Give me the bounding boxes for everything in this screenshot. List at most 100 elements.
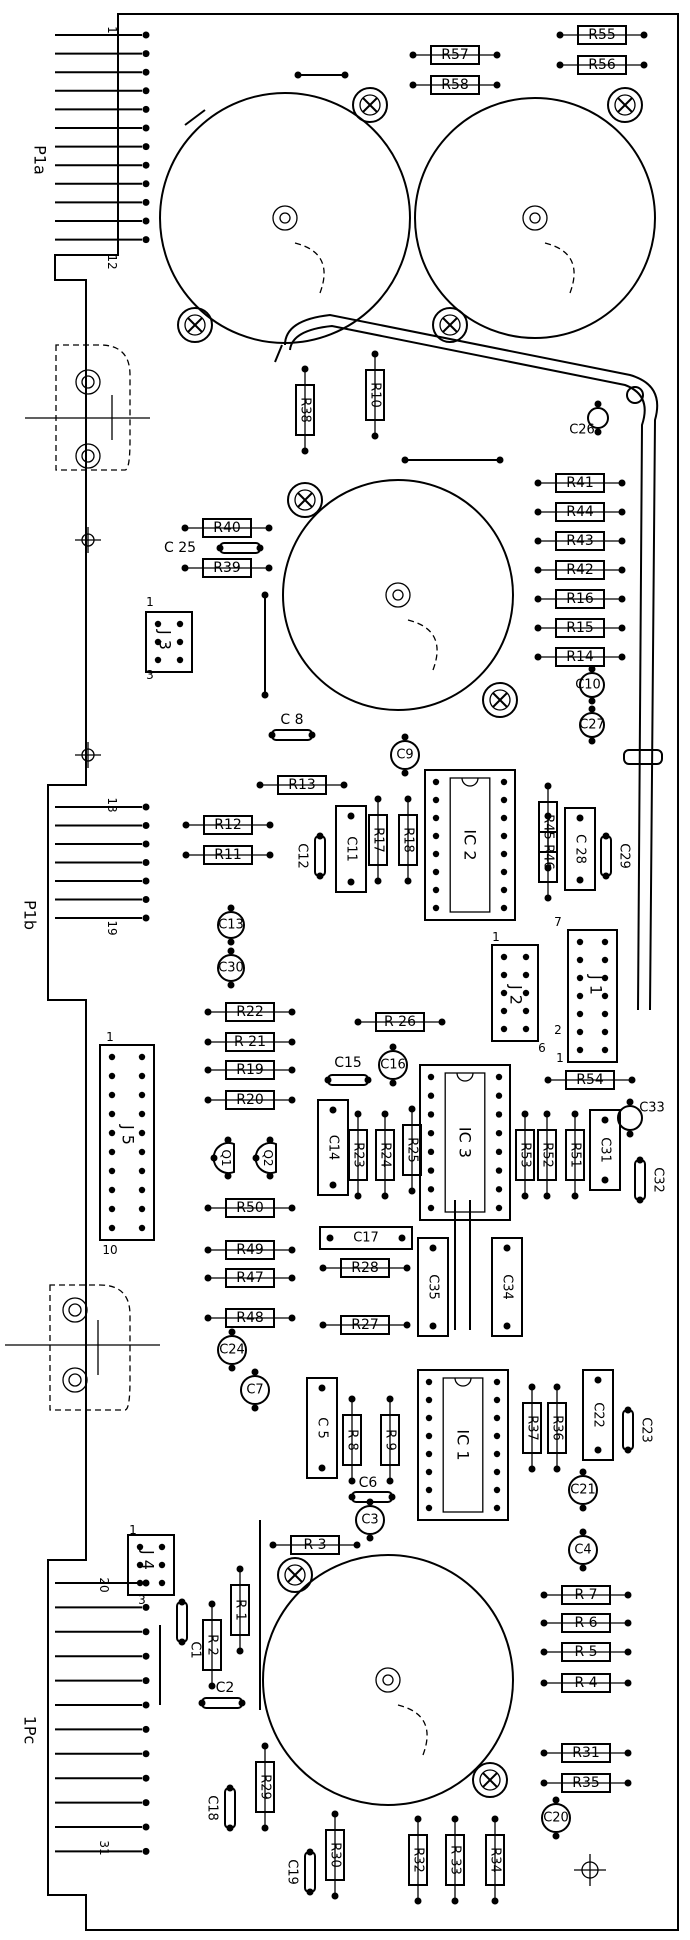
capacitors: C26C10C27C9C13C30C16C33C24C7C21C4C3C20C1… — [164, 400, 666, 1896]
resistor-r38: R38 — [295, 365, 315, 455]
jumper-j2: J 216 — [491, 930, 546, 1055]
resistor-r14-label: R14 — [566, 649, 594, 665]
resistor-r28: R28 — [319, 1258, 411, 1278]
capacitor-c9-label: C9 — [396, 748, 413, 763]
capacitor-c4: C4 — [568, 1528, 598, 1572]
resistor-r43: R43 — [534, 531, 626, 551]
wire-links — [159, 71, 504, 1710]
ic3: IC 3 — [419, 1064, 511, 1221]
resistor-r33-label: R 33 — [448, 1845, 463, 1875]
capacitor-c11-label: C11 — [344, 836, 359, 862]
capacitor-c21-label: C21 — [570, 1483, 596, 1498]
resistor-r47: R47 — [204, 1268, 296, 1288]
resistor-r1: R 1 — [230, 1565, 250, 1655]
resistor-r32-label: R32 — [411, 1847, 426, 1873]
capacitor-c17: C17 — [319, 1226, 413, 1250]
resistor-r39-label: R39 — [213, 560, 241, 576]
capacitor-c6: C6 — [348, 1475, 396, 1503]
capacitor-c12: C12 — [295, 832, 326, 880]
resistor-r57: R57 — [409, 45, 501, 65]
capacitor-c31-label: C31 — [598, 1137, 613, 1163]
resistor-r8: R 8 — [342, 1395, 362, 1485]
resistor-r15-label: R15 — [566, 620, 594, 636]
resistor-r12: R12 — [182, 815, 274, 835]
ic1: IC 1 — [417, 1369, 509, 1521]
resistor-r31: R31 — [540, 1743, 632, 1763]
resistor-r54-label: R54 — [576, 1072, 604, 1088]
resistor-r34: R34 — [485, 1815, 505, 1905]
resistor-r14: R14 — [534, 647, 626, 667]
capacitor-c29: C29 — [600, 832, 632, 880]
capacitor-c35: C35 — [417, 1237, 449, 1337]
jumper-j5-pin-0: 1 — [106, 1030, 114, 1044]
rotary-switch-top-left — [159, 87, 411, 344]
resistor-r17: R17 — [368, 795, 388, 885]
capacitor-c10-label: C10 — [575, 678, 601, 693]
resistor-r30: R30 — [325, 1810, 345, 1900]
capacitor-c11: C11 — [335, 805, 367, 893]
resistor-r22: R22 — [204, 1002, 296, 1022]
transistors: Q1 Q2 — [210, 1136, 277, 1180]
resistor-r35-label: R35 — [572, 1775, 600, 1791]
mounting-tab-bottom — [5, 1284, 160, 1411]
resistor-r46-label: R46 — [541, 844, 556, 870]
capacitor-c15-label: C15 — [334, 1055, 362, 1071]
rotary-switches — [159, 87, 656, 1806]
jumper-j2-pin-0: 1 — [492, 930, 500, 944]
resistor-r6-label: R 6 — [574, 1615, 597, 1631]
resistor-r44-label: R44 — [566, 504, 594, 520]
jumper-j1-pin-1: 2 — [554, 1023, 562, 1037]
transistor-q1-label: Q1 — [219, 1149, 233, 1166]
resistor-r37-label: R37 — [525, 1415, 540, 1441]
capacitor-c24-label: C24 — [219, 1343, 245, 1358]
resistor-r55: R55 — [556, 25, 648, 45]
resistor-r21-label: R 21 — [234, 1034, 266, 1050]
resistor-r9-label: R 9 — [383, 1429, 398, 1450]
jumper-j3: J 313 — [145, 595, 193, 682]
capacitor-c31: C31 — [589, 1109, 621, 1191]
capacitor-c32: C32 — [634, 1156, 666, 1204]
resistor-r51-label: R51 — [568, 1142, 583, 1168]
capacitor-c13: C13 — [217, 904, 245, 946]
resistor-r3-label: R 3 — [303, 1537, 326, 1553]
capacitor-c21: C21 — [568, 1468, 598, 1512]
resistor-r52: R52 — [537, 1110, 557, 1200]
capacitor-c13-label: C13 — [218, 918, 244, 933]
connector-p1a-pin-first: 1 — [105, 26, 119, 34]
jumper-j1-label: J 1 — [587, 974, 606, 995]
ic1-label: IC 1 — [454, 1429, 473, 1460]
capacitor-c14: C14 — [317, 1099, 349, 1196]
jumper-j5-label: J 5 — [119, 1124, 138, 1145]
capacitor-c3: C3 — [355, 1498, 385, 1542]
jumper-j2-pin-1: 6 — [538, 1041, 546, 1055]
capacitor-c10: C10 — [575, 665, 605, 705]
rotary-switch-middle — [282, 479, 518, 718]
capacitor-c8-label: C 8 — [280, 712, 303, 728]
jumper-j4-label: J 4 — [139, 1549, 158, 1570]
resistor-r44: R44 — [534, 502, 626, 522]
jumper-j3-pin-0: 1 — [146, 595, 154, 609]
resistor-r18-label: R18 — [401, 827, 416, 853]
resistor-r24-label: R24 — [378, 1142, 393, 1168]
capacitor-c15: C15 — [324, 1055, 372, 1086]
capacitor-c27-label: C27 — [579, 718, 605, 733]
resistor-r25: R25 — [402, 1105, 422, 1195]
resistor-r27-label: R27 — [351, 1317, 379, 1333]
resistor-r5-label: R 5 — [574, 1644, 597, 1660]
capacitor-c2-label: C2 — [216, 1680, 235, 1696]
capacitor-c25: C 25 — [164, 540, 264, 556]
resistor-r52-label: R52 — [540, 1142, 555, 1168]
capacitor-c18-label: C18 — [205, 1795, 220, 1821]
transistor-q2: Q2 — [252, 1136, 277, 1180]
ribbon-cable — [274, 313, 663, 1011]
resistor-r53: R53 — [515, 1110, 535, 1200]
connector-p1b-label: P1b — [21, 900, 40, 930]
capacitor-c20: C20 — [541, 1796, 571, 1840]
ic2-label: IC 2 — [461, 829, 480, 860]
resistor-r50-label: R50 — [236, 1200, 264, 1216]
resistor-r10-label: R10 — [368, 382, 383, 408]
resistor-r11-label: R11 — [214, 847, 242, 863]
resistor-r1-label: R 1 — [233, 1599, 248, 1620]
